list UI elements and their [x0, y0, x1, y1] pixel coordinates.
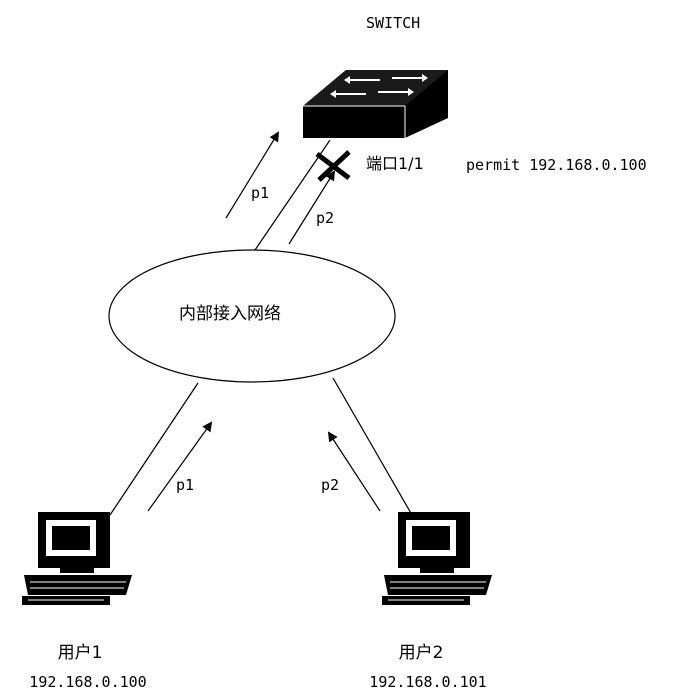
x-mark-icon — [315, 150, 351, 182]
p2-label-top: p2 — [316, 209, 335, 227]
p1-label-bottom: p1 — [176, 476, 195, 494]
switch-icon — [303, 70, 448, 138]
user1-ip: 192.168.0.100 — [29, 673, 147, 691]
internal-network-ellipse — [108, 249, 396, 383]
p2-arrow-bottom — [327, 431, 381, 512]
computer-icon — [382, 512, 492, 605]
port-label: 端口1/1 — [366, 154, 424, 173]
user2-ip: 192.168.0.101 — [369, 673, 487, 691]
p1-arrow-top — [225, 131, 280, 219]
p2-arrow-top — [288, 170, 336, 245]
p1-arrow-bottom — [147, 421, 213, 512]
user2-name: 用户2 — [398, 643, 444, 663]
port-rule: permit 192.168.0.100 — [466, 156, 647, 174]
p1-label-top: p1 — [251, 184, 270, 202]
link-network-to-user2 — [332, 377, 413, 516]
computer-icon — [22, 512, 132, 605]
user1-name: 用户1 — [57, 643, 103, 663]
p2-label-bottom: p2 — [321, 476, 340, 494]
switch-label: SWITCH — [366, 14, 421, 32]
link-network-to-switch — [254, 139, 331, 251]
link-network-to-user1 — [109, 382, 199, 516]
network-label: 内部接入网络 — [179, 304, 281, 324]
